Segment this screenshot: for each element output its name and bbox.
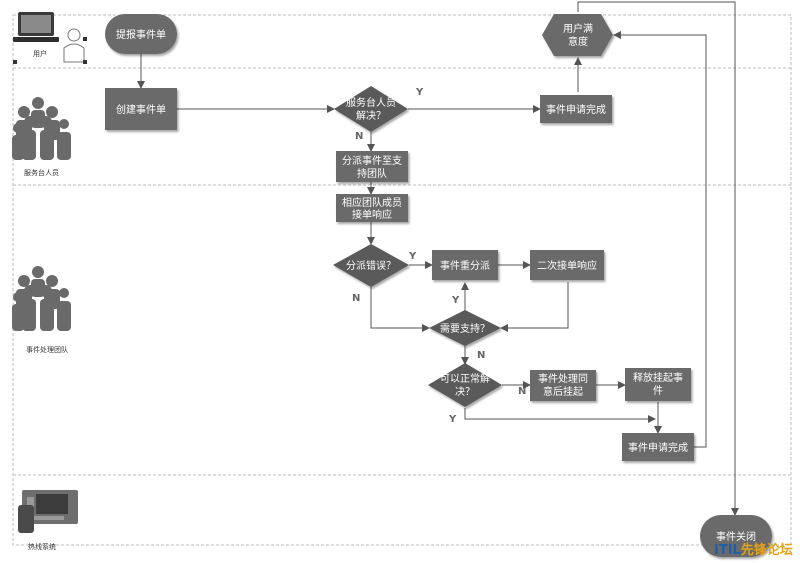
agree-suspend-label-line2: 意后挂起 — [543, 385, 583, 398]
request-complete-team-label: 事件申请完成 — [628, 441, 688, 454]
lane-label-user: 用户 — [33, 49, 47, 58]
process-release-suspend[interactable]: 释放挂起事 件 — [625, 368, 691, 401]
satisfaction-label-line2: 意度 — [568, 35, 588, 48]
watermark-part2: 先锋论坛 — [741, 542, 793, 558]
process-assign-support[interactable]: 分派事件至支 持团队 — [336, 151, 408, 182]
process-request-complete-team[interactable]: 事件申请完成 — [622, 433, 694, 461]
edge-label-desk-yes: Y — [415, 87, 424, 98]
terminal-close-ticket[interactable]: 事件关闭 — [700, 515, 772, 557]
process-agree-suspend[interactable]: 事件处理同 意后挂起 — [530, 370, 596, 401]
watermark-part1: ITIL — [714, 543, 741, 558]
edge-label-resolve-no: N — [518, 386, 526, 397]
watermark: ITIL先锋论坛 — [714, 542, 793, 558]
close-ticket-label: 事件关闭 — [716, 530, 756, 543]
user-icon — [63, 28, 85, 63]
decision-desk-resolve[interactable]: 服务台人员 解决？ — [334, 86, 408, 132]
submit-ticket-label: 提报事件单 — [116, 28, 166, 41]
edge-label-error-no: N — [352, 293, 360, 304]
edge-label-support-no: N — [477, 350, 485, 361]
process-request-complete-desk[interactable]: 事件申请完成 — [540, 95, 612, 123]
lane-label-service-desk: 服务台人员 — [24, 168, 59, 177]
laptop-icon — [13, 12, 59, 42]
lane-label-system: 热线系统 — [28, 542, 56, 551]
satisfaction-label-line1: 用户满 — [563, 22, 593, 35]
lane-label-support-team: 事件处理团队 — [26, 345, 68, 354]
swimlane-frame — [12, 14, 792, 546]
assign-support-label-line1: 分派事件至支 — [342, 154, 402, 167]
team-respond-label-line2: 接单响应 — [352, 208, 392, 221]
edge-label-support-yes: Y — [451, 295, 460, 306]
process-reassign[interactable]: 事件重分派 — [432, 250, 498, 280]
process-team-respond[interactable]: 相应团队成员 接单响应 — [336, 194, 408, 222]
edge-label-desk-no: N — [355, 131, 363, 142]
create-ticket-label: 创建事件单 — [116, 103, 166, 116]
second-respond-label: 二次接单响应 — [537, 259, 597, 272]
agree-suspend-label-line1: 事件处理同 — [538, 372, 588, 385]
terminal-submit-ticket[interactable]: 提报事件单 — [105, 14, 177, 54]
process-second-respond[interactable]: 二次接单响应 — [530, 250, 604, 280]
release-suspend-label-line1: 释放挂起事 — [633, 371, 683, 384]
assign-error-label: 分派错误？ — [346, 259, 396, 272]
need-support-label: 需要支持？ — [440, 322, 490, 335]
support-team-group-icon — [12, 266, 71, 331]
team-respond-label-line1: 相应团队成员 — [342, 196, 402, 209]
connectors — [137, 1, 739, 516]
assign-support-label-line2: 持团队 — [357, 167, 387, 180]
service-desk-group-icon — [12, 97, 71, 160]
hexagon-satisfaction[interactable]: 用户满 意度 — [542, 14, 613, 56]
process-create-ticket[interactable]: 创建事件单 — [105, 88, 177, 130]
desk-resolve-label-line2: 解决？ — [356, 109, 386, 122]
lane-handles — [13, 37, 87, 64]
can-resolve-label-line1: 可以正常解 — [440, 372, 490, 385]
can-resolve-label-line2: 决？ — [455, 386, 475, 398]
desk-resolve-label-line1: 服务台人员 — [346, 96, 396, 109]
edge-label-error-yes: Y — [408, 251, 417, 262]
decision-need-support[interactable]: 需要支持？ — [429, 310, 501, 346]
decision-assign-error[interactable]: 分派错误？ — [333, 244, 409, 287]
request-complete-desk-label: 事件申请完成 — [546, 103, 606, 116]
phone-system-icon — [18, 490, 78, 533]
release-suspend-label-line2: 件 — [653, 385, 663, 397]
decision-can-resolve[interactable]: 可以正常解 决？ — [428, 363, 502, 407]
reassign-label: 事件重分派 — [440, 259, 490, 272]
edge-label-resolve-yes: Y — [448, 414, 457, 425]
